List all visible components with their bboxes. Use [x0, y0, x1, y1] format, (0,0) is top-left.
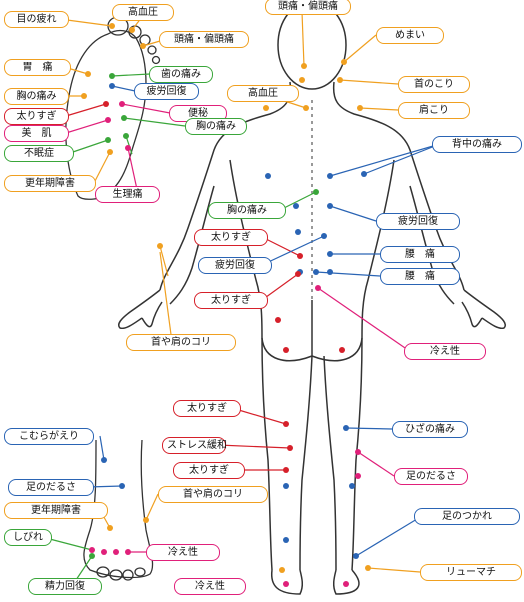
- label-ashi-no-darusa-leg: 足のだるさ: [394, 468, 468, 485]
- label-hirou-kaifuku-foot: 疲労回復: [134, 83, 199, 100]
- label-stress-kanwa: ストレス緩和: [162, 437, 227, 454]
- label-mune-no-itami-foot2: 胸の痛み: [185, 118, 247, 135]
- label-shibire: しびれ: [4, 529, 52, 546]
- label-hiesho-side: 冷え性: [146, 544, 220, 561]
- label-me-no-tsukare: 目の疲れ: [4, 11, 69, 28]
- label-ashi-no-darusa-side: 足のだるさ: [8, 479, 94, 496]
- label-teashi-kori-2: 首や肩のコリ: [158, 486, 268, 503]
- label-futorisugi-body1: 太りすぎ: [194, 229, 268, 246]
- label-zutsu-body: 頭痛・偏頭痛: [265, 0, 351, 15]
- label-biki: 美 肌: [4, 125, 69, 142]
- label-hiesho-bottom: 冷え性: [174, 578, 246, 595]
- label-ashi-no-tsukare: 足のつかれ: [414, 508, 520, 525]
- label-zutsu-foot: 頭痛・偏頭痛: [159, 31, 249, 48]
- label-ha-no-itami: 歯の痛み: [149, 66, 213, 83]
- label-teashi-kori: 首や肩のコリ: [126, 334, 236, 351]
- label-fuminsho: 不眠症: [4, 145, 74, 162]
- label-senaka-no-itami: 背中の痛み: [432, 136, 522, 153]
- label-kounenki-foot: 更年期障害: [4, 175, 96, 192]
- label-kouraga-kaeri: こむらがえり: [4, 428, 94, 445]
- label-hiza-no-itami: ひざの痛み: [392, 421, 468, 438]
- label-memai: めまい: [376, 27, 444, 44]
- label-mune-no-itami-foot: 胸の痛み: [4, 88, 69, 105]
- label-youtsu1: 腰 痛: [380, 246, 460, 263]
- label-i-itami: 胃 痛: [4, 59, 71, 76]
- label-hiesho-body: 冷え性: [404, 343, 486, 360]
- label-futorisugi-leg: 太りすぎ: [173, 400, 241, 417]
- label-kounenki-side: 更年期障害: [4, 502, 108, 519]
- label-hirou-kaifuku-body2: 疲労回復: [198, 257, 272, 274]
- label-mune-no-itami-body: 胸の痛み: [208, 202, 286, 219]
- label-seiritsu: 生理痛: [95, 186, 160, 203]
- label-futorisugi-foot: 太りすぎ: [4, 108, 69, 125]
- label-futorisugi-leg2: 太りすぎ: [173, 462, 245, 479]
- label-hirou-kaifuku-back: 疲労回復: [376, 213, 460, 230]
- label-youtsu2: 腰 痛: [380, 268, 460, 285]
- label-kouketsuatsu-body: 高血圧: [227, 85, 299, 102]
- label-futorisugi-body2: 太りすぎ: [194, 292, 268, 309]
- label-rheumatism: リューマチ: [420, 564, 522, 581]
- label-kata-kori: 肩こり: [398, 102, 470, 119]
- label-kubi-no-kori: 首のこり: [398, 76, 470, 93]
- label-seiryoku-kaifuku: 精力回復: [28, 578, 102, 595]
- label-kouketsuatsu-foot: 高血圧: [112, 4, 174, 21]
- body-outline: [118, 0, 506, 595]
